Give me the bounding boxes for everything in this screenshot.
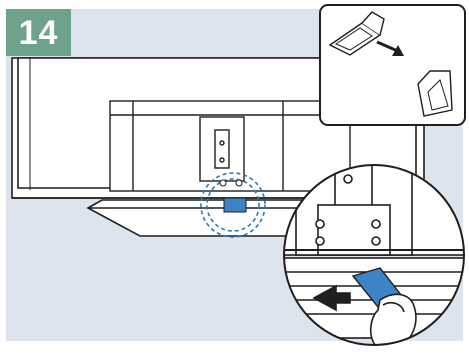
- cover-removal-icon: [320, 5, 465, 125]
- cover-tab: [224, 198, 246, 212]
- rear-housing: [110, 101, 350, 191]
- step-number: 14: [19, 16, 59, 50]
- step-number-badge: 14: [6, 9, 71, 56]
